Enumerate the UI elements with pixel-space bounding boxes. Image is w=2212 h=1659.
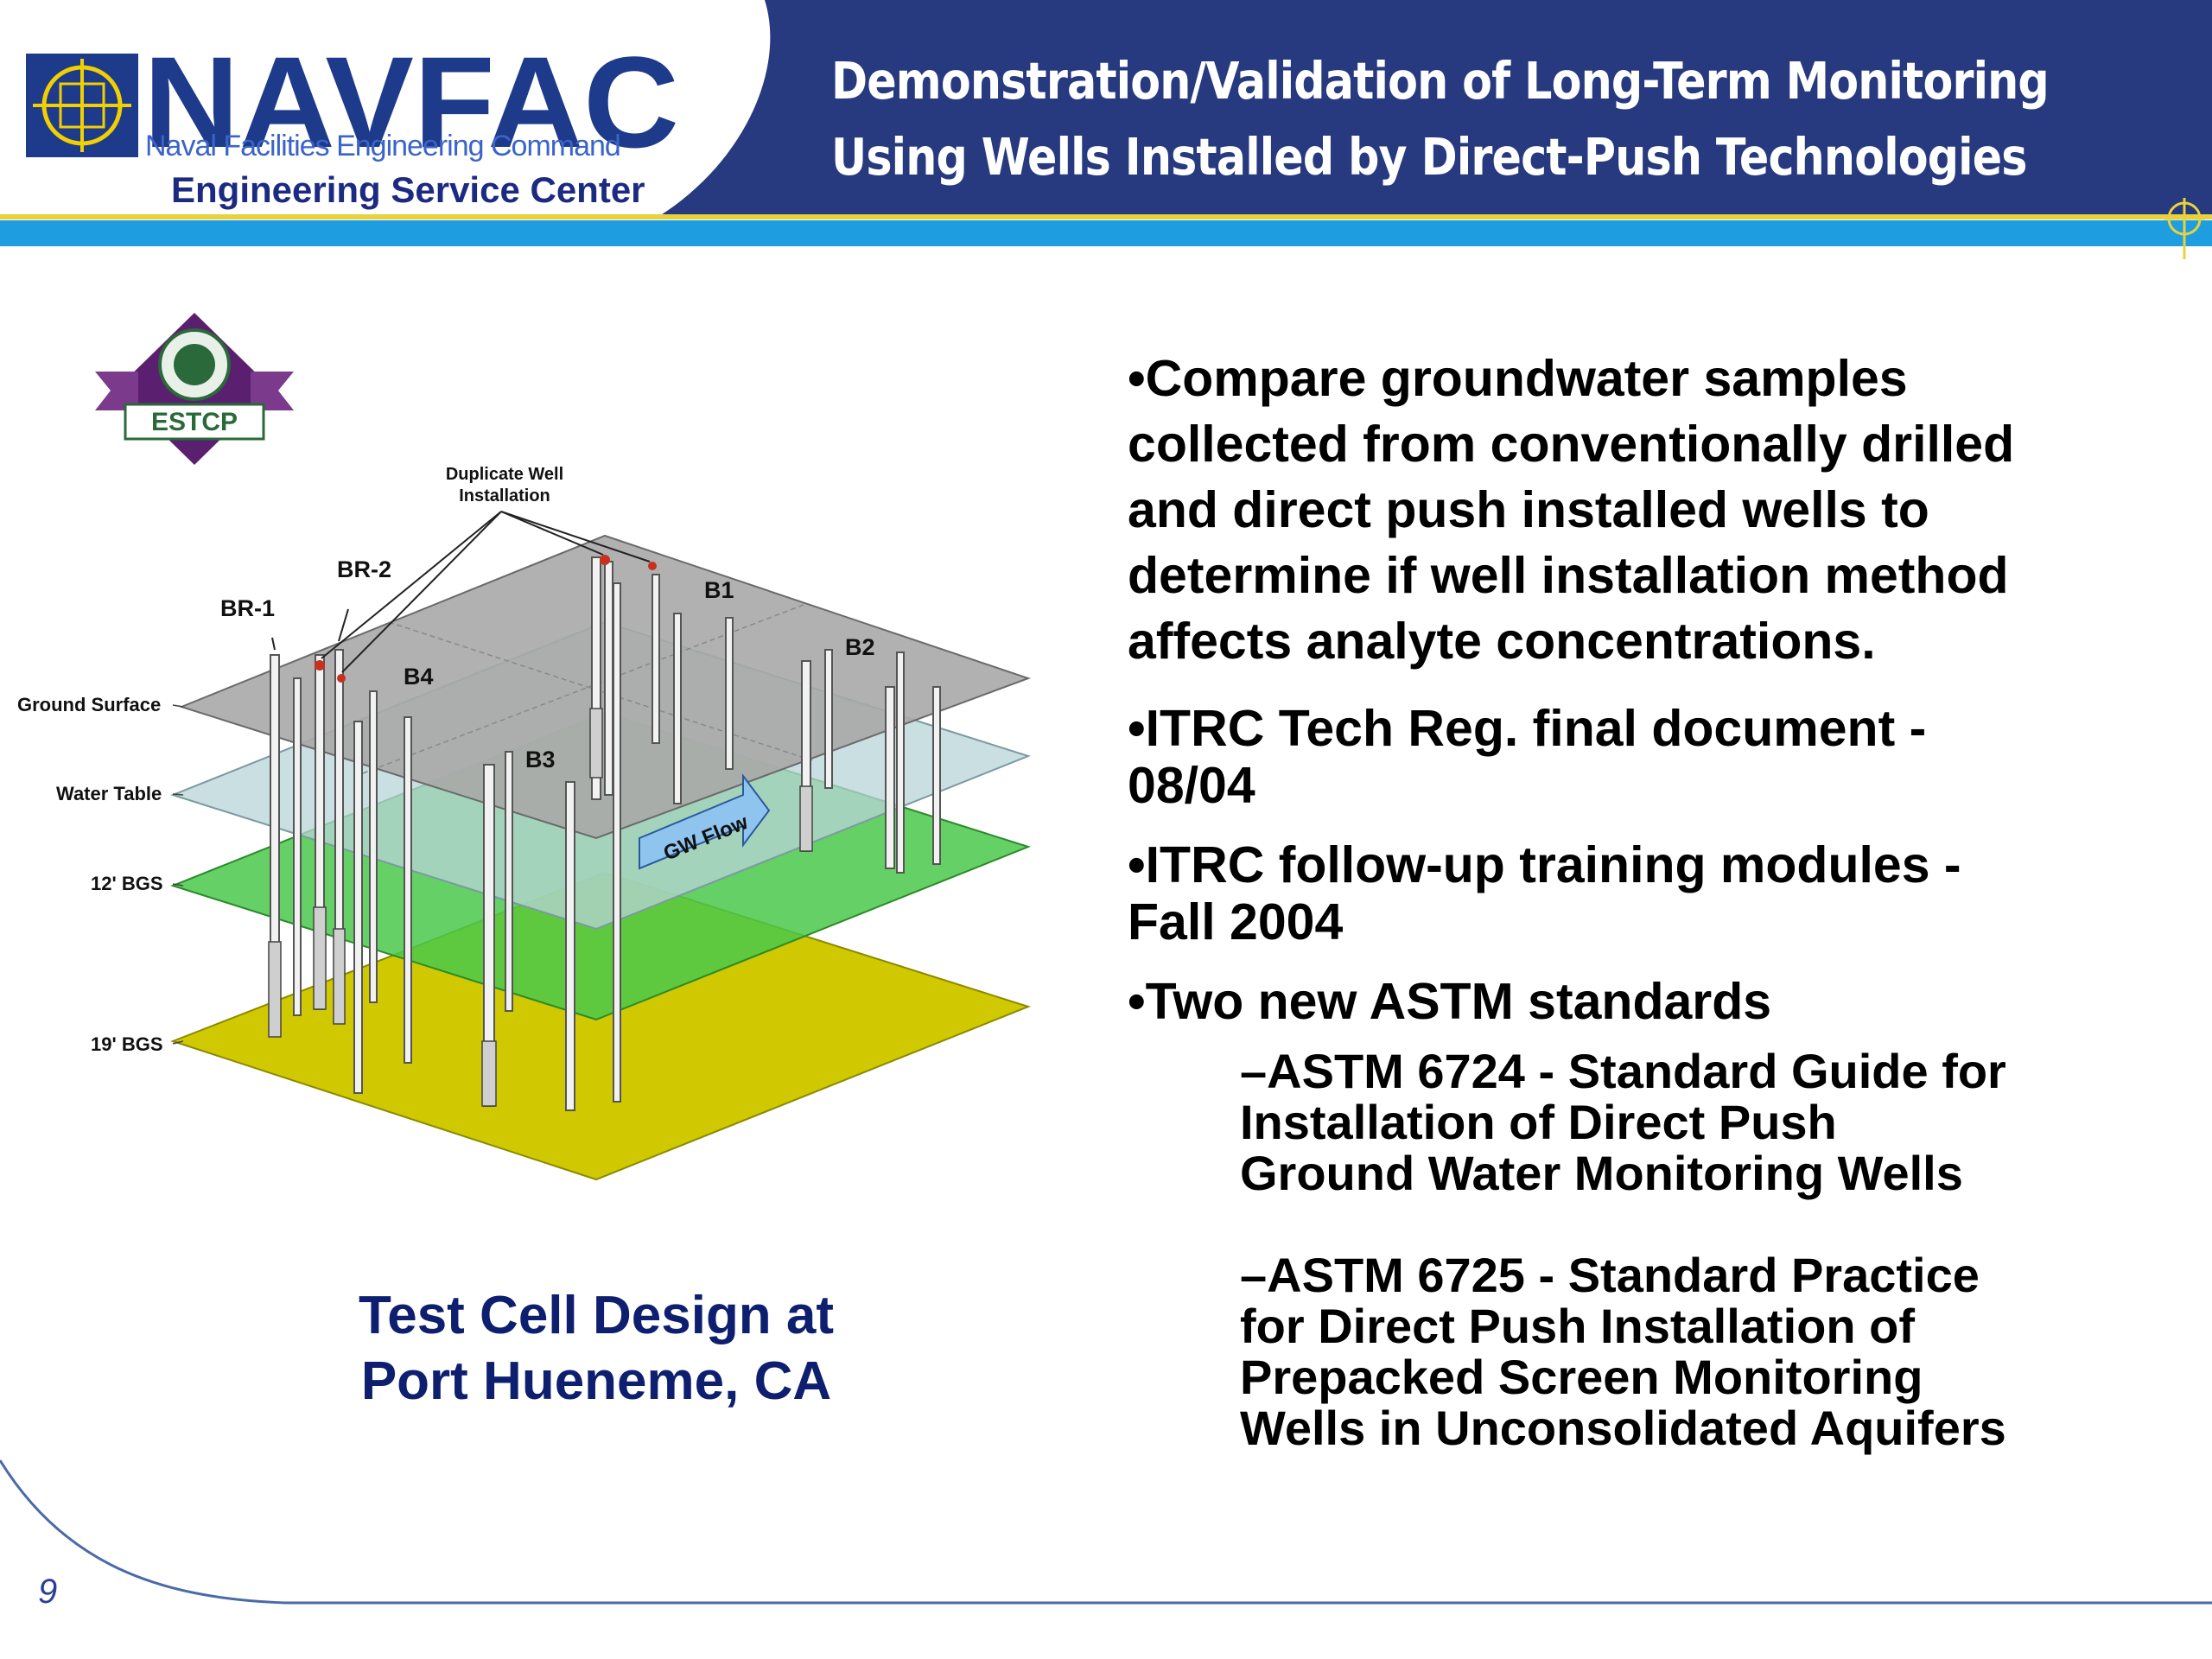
- label-water-table: Water Table: [56, 783, 162, 804]
- well-screen: [799, 785, 813, 852]
- bullet-line: collected from conventionally drilled: [1128, 416, 2015, 473]
- label-b1: B1: [704, 577, 734, 603]
- bullet-itrc-final: •ITRC Tech Reg. final document - 08/04: [1128, 700, 2164, 814]
- estcp-label: ESTCP: [151, 408, 238, 436]
- estcp-badge: ESTCP: [95, 313, 294, 465]
- well-casing: [613, 582, 621, 1103]
- sub-bullet-line: –ASTM 6725 - Standard Practice: [1240, 1248, 1980, 1302]
- well-casing: [353, 721, 363, 1094]
- slide-title: Demonstration/Validation of Long-Term Mo…: [831, 43, 2050, 195]
- label-b3: B3: [525, 747, 556, 772]
- bullet-line: •Compare groundwater samples: [1128, 350, 1908, 407]
- well-casing: [896, 652, 905, 874]
- well-marker: [315, 660, 325, 671]
- crosshair-icon: [2164, 198, 2205, 239]
- well-screen: [333, 928, 346, 1025]
- well-screen: [481, 1040, 497, 1107]
- label-ground-surface: Ground Surface: [17, 694, 161, 715]
- duplicate-well-markers: [315, 555, 657, 683]
- callout-lines: [271, 511, 651, 673]
- well-screen: [313, 906, 327, 1010]
- well-casing: [565, 781, 575, 1111]
- well-screen: [268, 941, 282, 1038]
- header-banner: NAVFAC: [0, 0, 2212, 259]
- diagram-caption: Test Cell Design at Port Hueneme, CA: [311, 1283, 881, 1414]
- navfac-emblem-icon: [26, 54, 138, 157]
- sub-bullet-line: Ground Water Monitoring Wells: [1240, 1146, 1963, 1200]
- bullet-line: and direct push installed wells to: [1128, 481, 1929, 538]
- bullet-line: •ITRC Tech Reg. final document -: [1128, 700, 1927, 757]
- bullet-line: 08/04: [1128, 757, 1255, 814]
- well-casing: [591, 556, 601, 800]
- caption-line-2: Port Hueneme, CA: [360, 1351, 832, 1411]
- sub-bullet-line: Installation of Direct Push: [1240, 1095, 1837, 1149]
- bullet-line: Fall 2004: [1128, 893, 1344, 950]
- well-marker: [648, 562, 657, 570]
- title-line-2: Using Wells Installed by Direct-Push Tec…: [831, 127, 2027, 187]
- sub-bullet-line: Prepacked Screen Monitoring: [1240, 1350, 1923, 1404]
- well-casing: [505, 751, 513, 1012]
- well-casing: [604, 561, 613, 796]
- bullet-astm: •Two new ASTM standards: [1128, 973, 2164, 1030]
- well-screen: [589, 708, 603, 779]
- well-casing: [725, 617, 734, 770]
- bullet-line: •ITRC follow-up training modules -: [1128, 836, 1961, 893]
- bullet-line: •Two new ASTM standards: [1128, 973, 1772, 1030]
- sub-bullet-astm-6725: –ASTM 6725 - Standard Practice for Direc…: [1128, 1249, 2164, 1453]
- well-casing: [404, 716, 412, 1064]
- gw-flow-arrow-icon: [639, 773, 771, 870]
- label-br2: BR-2: [337, 556, 391, 582]
- footer-curve: [0, 1459, 2212, 1605]
- navfac-wordmark: NAVFAC: [143, 29, 679, 175]
- bullet-line: affects analyte concentrations.: [1128, 613, 1876, 670]
- bullet-list: •Compare groundwater samples collected f…: [1128, 346, 2164, 1453]
- sub-bullet-line: Wells in Unconsolidated Aquifers: [1240, 1401, 2006, 1455]
- label-b2: B2: [845, 634, 875, 660]
- test-cell-diagram: GW Flow Duplicate Well Installation BR-1…: [17, 465, 1032, 1181]
- well-casing: [932, 686, 941, 865]
- well-screens: [268, 708, 813, 1107]
- well-casing: [673, 613, 682, 804]
- caption-line-1: Test Cell Design at: [358, 1286, 835, 1345]
- well-marker: [600, 555, 610, 565]
- well-casing: [885, 686, 895, 869]
- well-casing: [293, 677, 302, 1016]
- label-12-bgs: 12' BGS: [91, 873, 163, 894]
- sub-bullet-astm-6724: –ASTM 6724 - Standard Guide for Installa…: [1128, 1046, 2164, 1198]
- page-number: 9: [38, 1573, 58, 1611]
- label-br1: BR-1: [220, 595, 275, 621]
- callout-line-2: Installation: [459, 486, 550, 505]
- well-group: [270, 556, 941, 1111]
- logo-subtitle: Naval Facilities Engineering Command: [145, 130, 621, 162]
- title-line-1: Demonstration/Validation of Long-Term Mo…: [831, 51, 2050, 111]
- label-b4: B4: [404, 664, 434, 690]
- bullet-compare: •Compare groundwater samples collected f…: [1128, 346, 2164, 674]
- well-marker: [337, 674, 346, 683]
- sub-bullet-line: –ASTM 6724 - Standard Guide for: [1240, 1044, 2006, 1098]
- label-19-bgs: 19' BGS: [91, 1033, 163, 1055]
- sub-bullet-line: for Direct Push Installation of: [1240, 1299, 1915, 1353]
- callout-line-1: Duplicate Well: [446, 465, 563, 484]
- bullet-itrc-training: •ITRC follow-up training modules - Fall …: [1128, 836, 2164, 950]
- bullet-line: determine if well installation method: [1128, 547, 2009, 604]
- well-casing: [824, 649, 833, 789]
- well-casing: [369, 690, 378, 1003]
- well-casing: [652, 574, 660, 744]
- logo-center-name: Engineering Service Center: [171, 169, 645, 210]
